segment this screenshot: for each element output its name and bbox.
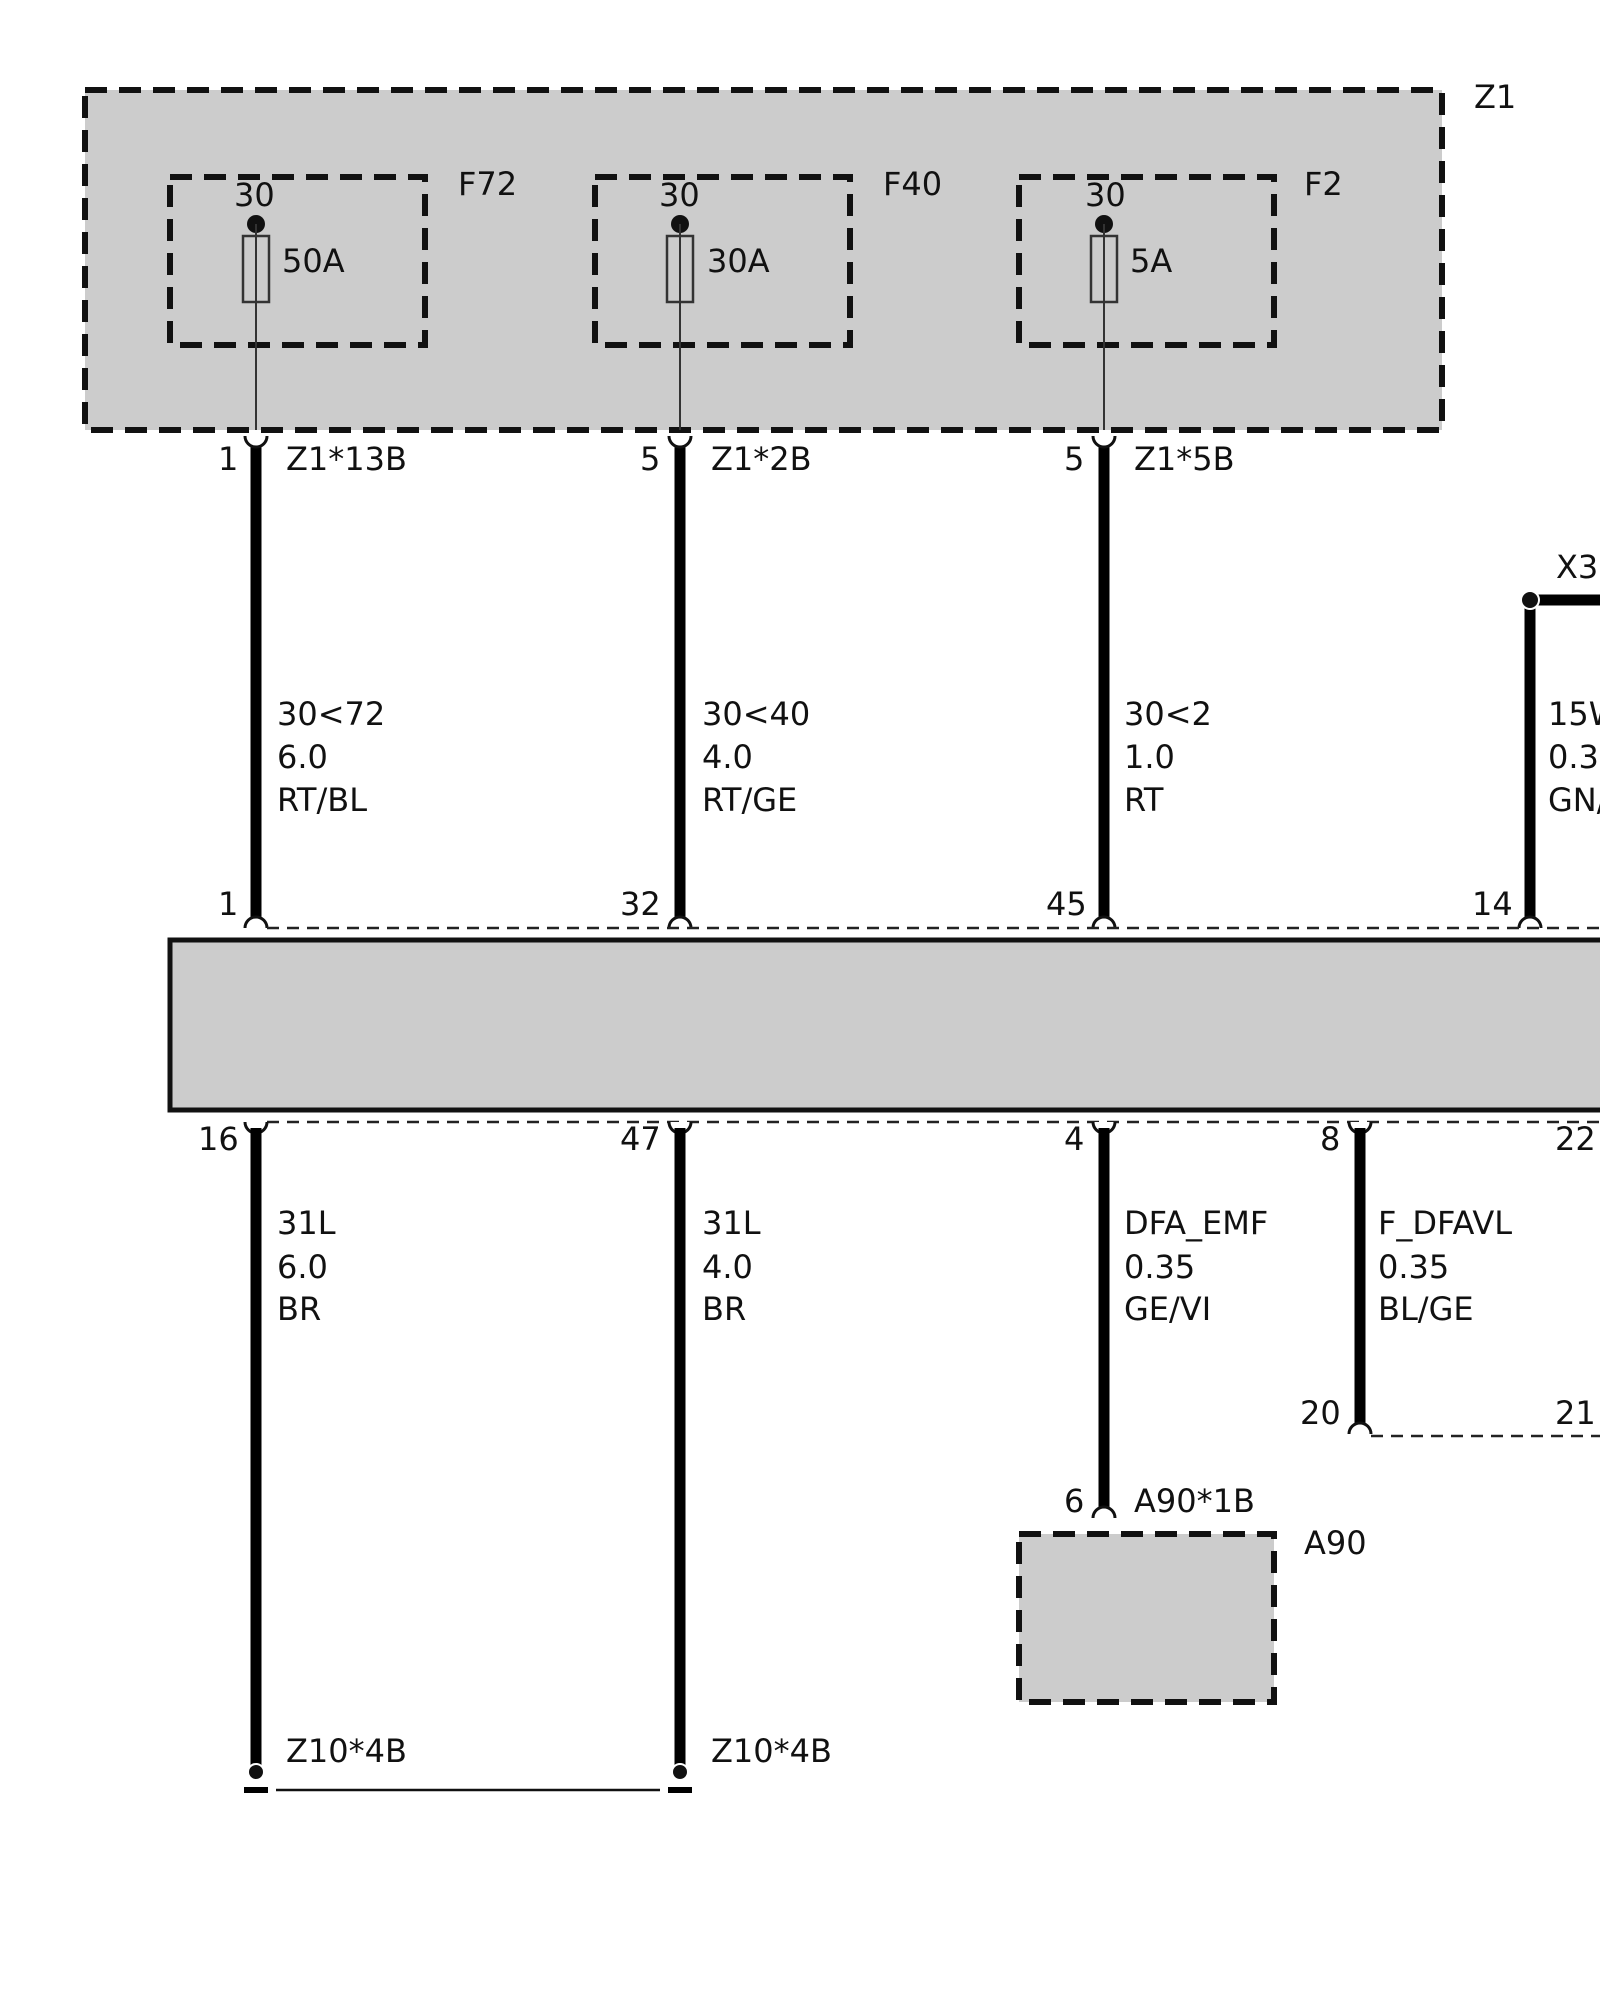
wire-upper-2: 5 Z1*2B 30<40 4.0 RT/GE 32 — [620, 435, 812, 929]
wire-upper-1: 1 Z1*13B 30<72 6.0 RT/BL 1 — [218, 435, 407, 929]
color-label: BL/GE — [1378, 1290, 1474, 1328]
circuit-label: 30<40 — [702, 695, 810, 733]
pin-number: 6 — [1064, 1482, 1084, 1520]
circuit-label: 30<2 — [1124, 695, 1212, 733]
color-label: GE/VI — [1124, 1290, 1211, 1328]
gauge-label: 6.0 — [277, 738, 328, 776]
wire-lower-2: 47 31L 4.0 BR Z10*4B — [620, 1120, 832, 1793]
fuse-name: F2 — [1304, 165, 1343, 203]
pin-number: 21 — [1555, 1394, 1596, 1432]
pin-number: 8 — [1320, 1120, 1340, 1158]
gauge-label: 4.0 — [702, 1248, 753, 1286]
pin-number: 5 — [640, 440, 660, 478]
component-label: A90 — [1304, 1524, 1367, 1562]
connector-label: Z1*5B — [1134, 440, 1235, 478]
pin-number: 4 — [1064, 1120, 1084, 1158]
color-label: RT/GE — [702, 781, 797, 819]
pin-number: 14 — [1472, 885, 1513, 923]
fuse-f40: F40 30 30A — [592, 165, 942, 430]
color-label: RT — [1124, 781, 1164, 819]
wire-upper-3: 5 Z1*5B 30<2 1.0 RT 45 — [1046, 435, 1235, 929]
color-label: GN/ — [1548, 781, 1600, 819]
fuse-box-label: Z1 — [1474, 78, 1516, 116]
pin-number: 16 — [198, 1120, 239, 1158]
gauge-label: 0.35 — [1378, 1248, 1449, 1286]
color-label: RT/BL — [277, 781, 367, 819]
gauge-label: 0.3 — [1548, 738, 1599, 776]
color-label: BR — [702, 1290, 746, 1328]
fuse-rating: 30A — [707, 242, 770, 280]
gauge-label: 6.0 — [277, 1248, 328, 1286]
fuse-terminal: 30 — [234, 176, 275, 214]
pin-number: 22 — [1555, 1120, 1596, 1158]
fuse-terminal: 30 — [1085, 176, 1126, 214]
connector-label: X3 — [1556, 548, 1598, 586]
pin-number: 1 — [218, 885, 238, 923]
circuit-label: 31L — [277, 1204, 336, 1242]
circuit-label: 30<72 — [277, 695, 385, 733]
color-label: BR — [277, 1290, 321, 1328]
fuse-terminal: 30 — [659, 176, 700, 214]
gauge-label: 4.0 — [702, 738, 753, 776]
end-connector-label: A90*1B — [1134, 1482, 1255, 1520]
wire-lower-3: 4 DFA_EMF 0.35 GE/VI 6 A90*1B — [1064, 1120, 1268, 1520]
fuse-name: F72 — [458, 165, 517, 203]
wire-lower-1: 16 31L 6.0 BR Z10*4B — [198, 1120, 407, 1793]
fuse-f72: F72 30 50A — [167, 165, 517, 430]
circuit-label: DFA_EMF — [1124, 1204, 1268, 1242]
pin-number: 1 — [218, 440, 238, 478]
circuit-label: 15W — [1548, 695, 1600, 733]
pin-number: 32 — [620, 885, 661, 923]
circuit-label: 31L — [702, 1204, 761, 1242]
circuit-label: F_DFAVL — [1378, 1204, 1512, 1242]
pin-number: 47 — [620, 1120, 661, 1158]
connector-label: Z1*13B — [286, 440, 407, 478]
end-connector-label: Z10*4B — [711, 1732, 832, 1770]
wire-upper-4: X3 15W 0.3 GN/ 14 — [1472, 548, 1600, 929]
control-module — [167, 937, 1600, 1113]
fuse-name: F40 — [883, 165, 942, 203]
pin-number: 45 — [1046, 885, 1087, 923]
pin-number: 20 — [1300, 1394, 1341, 1432]
pin-number: 5 — [1064, 440, 1084, 478]
wire-lower-4: 8 F_DFAVL 0.35 BL/GE 20 — [1300, 1120, 1512, 1435]
end-connector-label: Z10*4B — [286, 1732, 407, 1770]
connector-label: Z1*2B — [711, 440, 812, 478]
component-a90 — [1016, 1531, 1277, 1705]
fuse-rating: 50A — [282, 242, 345, 280]
gauge-label: 1.0 — [1124, 738, 1175, 776]
fuse-rating: 5A — [1130, 242, 1172, 280]
gauge-label: 0.35 — [1124, 1248, 1195, 1286]
fuse-f2: F2 30 5A — [1016, 165, 1343, 430]
